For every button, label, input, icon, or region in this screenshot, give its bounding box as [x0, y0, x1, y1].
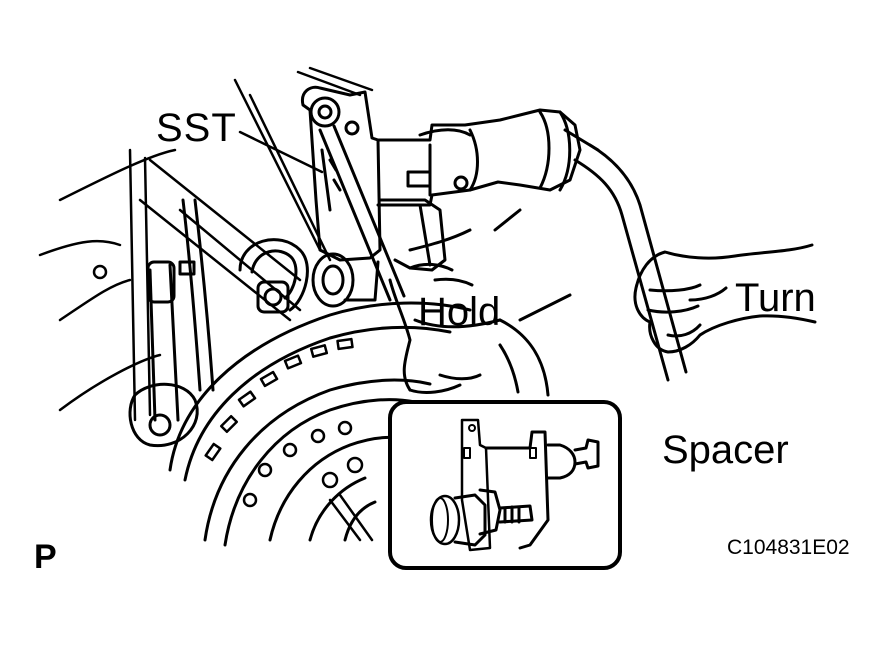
right-hand — [633, 243, 817, 354]
turn-label: Turn — [735, 276, 816, 320]
sst-label: SST — [156, 106, 237, 150]
view-marker-label: P — [34, 538, 57, 576]
brake-hose — [238, 238, 309, 314]
sst-tool — [300, 85, 582, 308]
wrench — [563, 128, 688, 382]
spacer-label: Spacer — [662, 428, 789, 472]
inset-detail — [388, 400, 622, 570]
hold-label: Hold — [418, 290, 501, 334]
left-hand — [388, 208, 572, 397]
strut-assembly — [128, 198, 215, 448]
brake-disc — [168, 301, 472, 547]
figure-code-label: C104831E02 — [727, 536, 850, 559]
